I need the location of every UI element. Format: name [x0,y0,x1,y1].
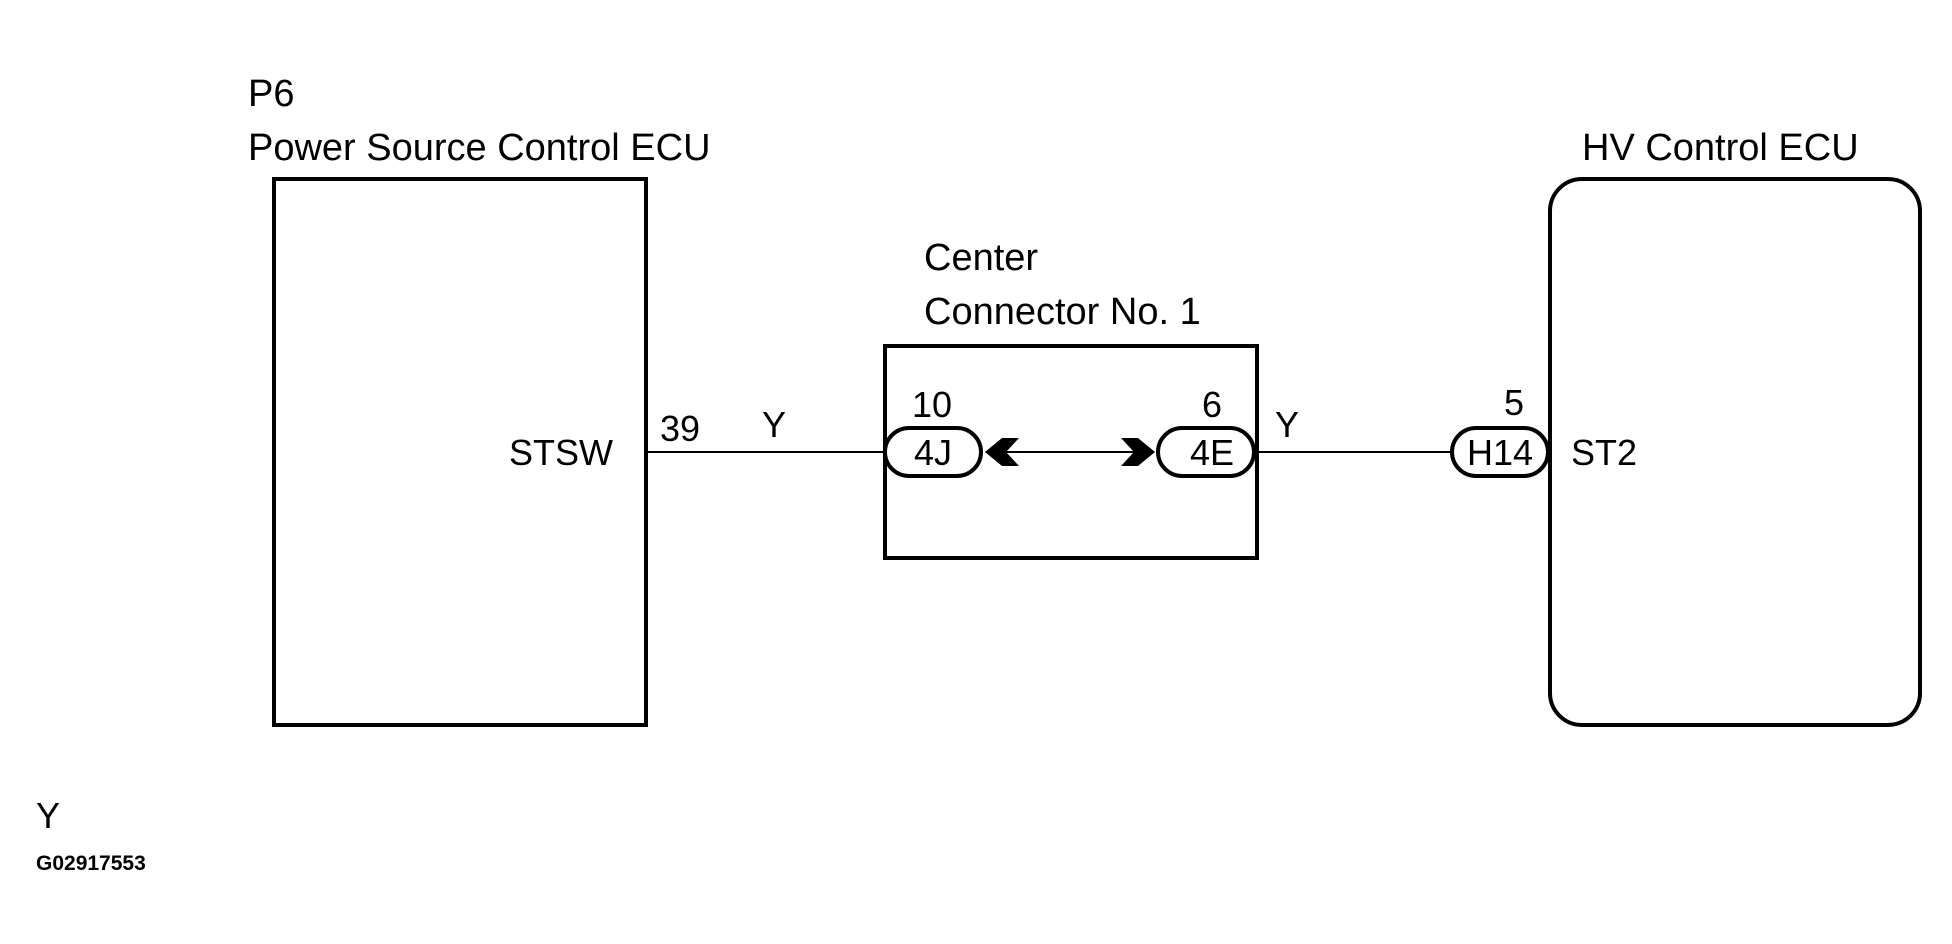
center-right-pin: 6 [1202,384,1222,425]
connector-arrow-right-icon [1121,438,1155,466]
figure-id: G02917553 [36,852,146,875]
right-ecu-name: HV Control ECU [1582,127,1859,169]
left-ecu-terminal-name: STSW [509,432,613,473]
connector-arrow-left-icon [985,438,1019,466]
connector-4e-label: 4E [1190,432,1234,473]
left-ecu-pin: 39 [660,408,700,449]
wire-color-left: Y [762,404,786,445]
center-connector-name-line1: Center [924,237,1038,279]
left-ecu-name: Power Source Control ECU [248,127,711,169]
legend-color-code: Y [36,795,60,836]
right-ecu-terminal-name: ST2 [1571,432,1637,473]
right-ecu-pin: 5 [1504,382,1524,423]
connector-h14-shape [1450,426,1550,478]
center-left-pin: 10 [912,384,952,425]
left-ecu-code: P6 [248,73,294,115]
center-connector-name-line2: Connector No. 1 [924,291,1201,333]
wire-color-right: Y [1275,404,1299,445]
connector-h14-label: H14 [1467,432,1533,473]
connector-4j-shape [883,426,983,478]
connector-4j-label: 4J [914,432,952,473]
